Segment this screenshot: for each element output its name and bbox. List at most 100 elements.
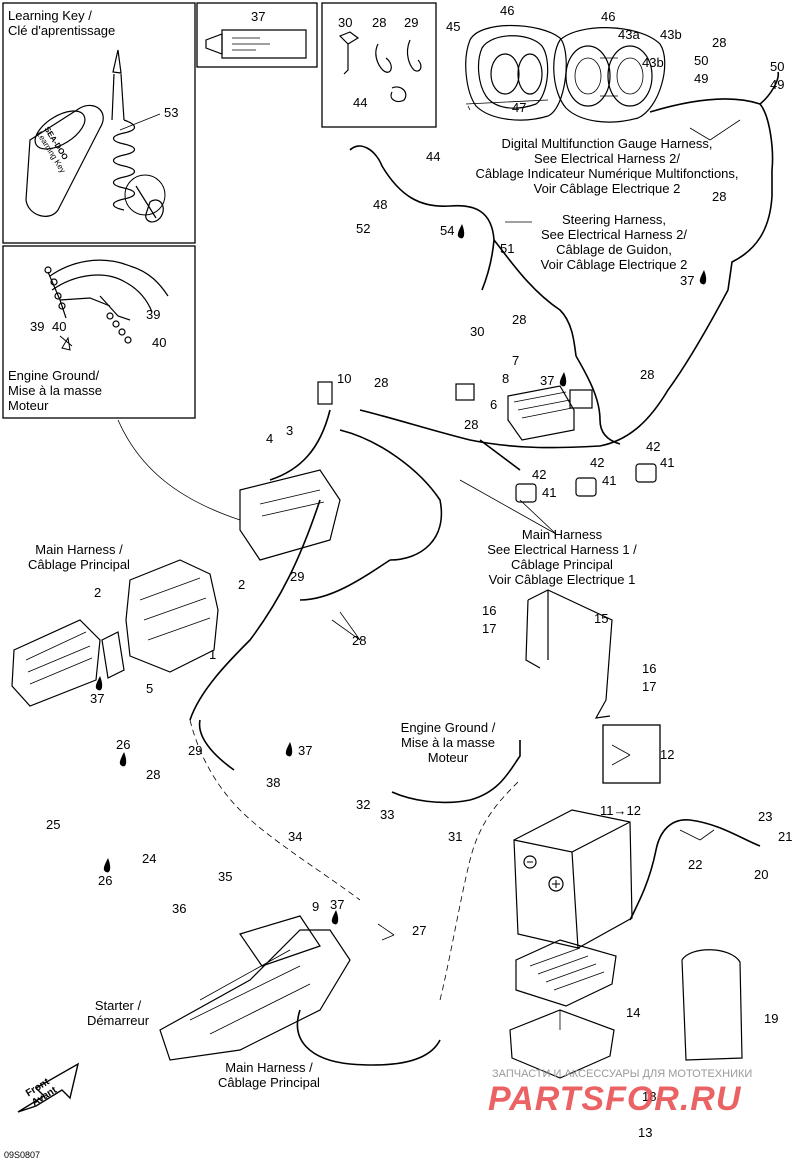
part-number: 4 [266, 431, 274, 446]
part-number: 6 [490, 397, 498, 412]
part-number: 32 [356, 797, 371, 812]
part-number: 35 [218, 869, 233, 884]
part-number: 37 [90, 691, 105, 706]
part-number: 36 [172, 901, 187, 916]
clip-parts-icon [338, 31, 422, 103]
leader-line [117, 419, 241, 521]
watermark-small: ЗАПЧАСТИ И АКСЕССУАРЫ ДЛЯ МОТОТЕХНИКИ [492, 1068, 753, 1080]
steering-harness-label: Steering Harness, See Electrical Harness… [540, 212, 688, 272]
part-number: 30 [338, 15, 353, 30]
starter-label: Starter / Démarreur [86, 998, 150, 1028]
learning-key-frame [2, 2, 196, 244]
gauge-bezel-icon [465, 25, 567, 121]
drawing-reference: 09S0807 [4, 1150, 41, 1160]
main-harness-leader-dashed [189, 719, 361, 901]
sealant-drop-icons [95, 224, 707, 925]
battery-tray-icon [515, 939, 617, 1007]
part-number: 41 [542, 485, 557, 500]
part-number: 10 [337, 371, 352, 386]
starter-leader-dashed [439, 779, 521, 1001]
part-number: 49 [770, 77, 785, 92]
part-number: 3 [286, 423, 294, 438]
part-number: 30 [470, 324, 485, 339]
part-number: 51 [500, 241, 515, 256]
part-number: 34 [288, 829, 303, 844]
part-number: 7 [512, 353, 520, 368]
main-harness-connector-icon [11, 619, 125, 707]
part-number: 40 [152, 335, 167, 350]
part-number: 24 [142, 851, 157, 866]
part-number: 20 [754, 867, 769, 882]
part-number: 27 [412, 923, 427, 938]
part-number: 42 [590, 455, 605, 470]
part-number: 44 [426, 149, 441, 164]
part-number: 28 [372, 15, 387, 30]
sealant-tube-icon [205, 29, 307, 59]
part-number: 39 [146, 307, 161, 322]
part-number: 43b [660, 27, 682, 42]
part-number: 43b [642, 55, 664, 70]
front-arrow-icon [17, 1062, 80, 1113]
part-number: 37 [680, 273, 695, 288]
part-number: 12 [660, 747, 675, 762]
part-number: 28 [352, 633, 367, 648]
part-number: 14 [626, 1005, 641, 1020]
digital-gauge-icon [553, 27, 666, 123]
part-number: 33 [380, 807, 395, 822]
part-number: 46 [500, 3, 515, 18]
part-number: 50 [770, 59, 785, 74]
part-number: 28 [640, 367, 655, 382]
relay-connectors-icon [317, 381, 657, 503]
gauge-harness-wire [599, 71, 780, 447]
part-number: 28 [464, 417, 479, 432]
part-number: 44 [353, 95, 368, 110]
part-number: 22 [688, 857, 703, 872]
ecm-bracket-icon [125, 559, 219, 673]
part-number: 41 [602, 473, 617, 488]
part-number: 28 [374, 375, 389, 390]
part-number: 2 [238, 577, 246, 592]
sealant-frame [196, 2, 318, 68]
starter-assembly-icon [159, 915, 351, 1061]
key-detail-lens [124, 174, 166, 216]
part-number: 16 [642, 661, 657, 676]
part-number: 37 [298, 743, 313, 758]
part-number: 43a [618, 27, 640, 42]
part-number: 52 [356, 221, 371, 236]
main-harness-center-label: Main Harness See Electrical Harness 1 / … [487, 527, 637, 587]
battery-icon [513, 809, 633, 949]
part-number: 21 [778, 829, 793, 844]
learning-key-icon [25, 49, 164, 223]
battery-pad-icon [509, 1009, 615, 1079]
steering-harness-wire [349, 145, 577, 357]
watermark-large: PARTSFOR.RU [488, 1080, 742, 1118]
main-harness-wire [189, 355, 621, 771]
part-number: 47 [512, 100, 527, 115]
part-number: 41 [660, 455, 675, 470]
part-number: 28 [146, 767, 161, 782]
part-number: 28 [712, 35, 727, 50]
part-number: 29 [188, 743, 203, 758]
part-number: 37 [540, 373, 555, 388]
fuse-holder-icon [239, 469, 341, 561]
voltage-regulator-icon [507, 385, 575, 441]
part-number: 8 [502, 371, 510, 386]
part-number: 45 [446, 19, 461, 34]
part-number: 40 [52, 319, 67, 334]
part-number: 9 [312, 899, 320, 914]
main-harness-bottom-label: Main Harness / Câblage Principal [218, 1060, 320, 1090]
part-number: 54 [440, 223, 455, 238]
part-number: 28 [712, 189, 727, 204]
part-number: 19 [764, 1011, 779, 1026]
part-number: 17 [482, 621, 497, 636]
part-number: 2 [94, 585, 102, 600]
part-number: 26 [116, 737, 131, 752]
engine-ground-mid-label: Engine Ground / Mise à la masse Moteur [400, 720, 496, 765]
battery-bracket-icon [525, 589, 613, 719]
engine-ground-top-label: Engine Ground/ Mise à la masse Moteur [8, 368, 102, 413]
part-number: 48 [373, 197, 388, 212]
part-number: 42 [532, 467, 547, 482]
gauge-harness-label: Digital Multifunction Gauge Harness, See… [475, 136, 739, 196]
